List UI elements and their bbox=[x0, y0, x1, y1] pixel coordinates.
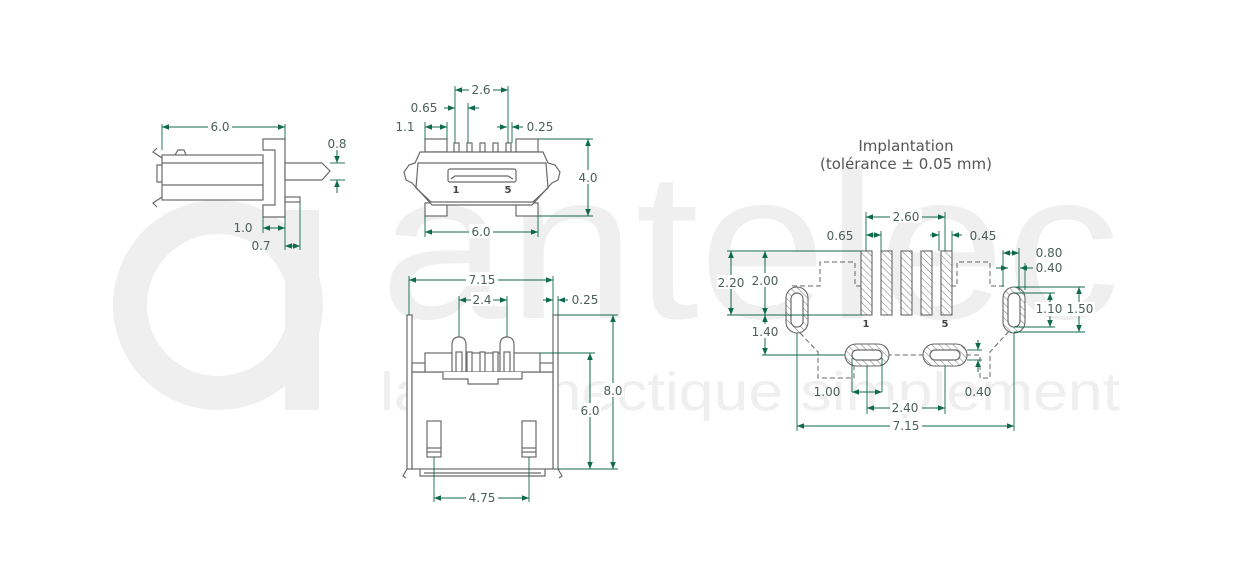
dim-bottom-post-spacing: 2.4 bbox=[472, 293, 491, 307]
dim-fp-pad-height: 2.00 bbox=[752, 274, 779, 288]
front-pin-5-label: 5 bbox=[505, 185, 512, 196]
dim-fp-oval-inner-height: 1.10 bbox=[1036, 302, 1063, 316]
front-pin-1-label: 1 bbox=[453, 185, 460, 196]
dim-fp-overall-height: 2.20 bbox=[718, 276, 745, 290]
dim-bottom-post-width: 0.25 bbox=[572, 293, 599, 307]
dim-front-pitch-span: 2.6 bbox=[471, 83, 490, 97]
dim-front-pin-width: 0.25 bbox=[527, 120, 554, 134]
footprint-pin-1-label: 1 bbox=[863, 319, 870, 330]
dim-fp-bottom-oval: 1.00 bbox=[814, 385, 841, 399]
dim-fp-pad-span: 2.60 bbox=[893, 210, 920, 224]
dim-fp-pad-width: 0.45 bbox=[970, 229, 997, 243]
front-view: 1 5 2.6 0.65 1.1 0.25 4.0 6.0 bbox=[395, 82, 600, 239]
footprint: Implantation (tolérance ± 0.05 mm) 1 5 2… bbox=[717, 137, 1095, 433]
footprint-subtitle: (tolérance ± 0.05 mm) bbox=[820, 155, 992, 173]
dim-fp-bottom-span: 2.40 bbox=[892, 401, 919, 415]
dim-front-height: 4.0 bbox=[578, 171, 597, 185]
dim-side-flange: 1.0 bbox=[233, 221, 252, 235]
dim-fp-oval-inner: 0.40 bbox=[1036, 261, 1063, 275]
dim-fp-oval-width: 0.80 bbox=[1036, 246, 1063, 260]
dim-front-tab-width: 1.1 bbox=[395, 120, 414, 134]
dim-side-length: 6.0 bbox=[210, 120, 229, 134]
bottom-view: 7.15 2.4 0.25 8.0 6.0 4.75 bbox=[402, 272, 624, 505]
dim-front-pin-pitch: 0.65 bbox=[411, 101, 438, 115]
dim-fp-total-width: 7.15 bbox=[893, 419, 920, 433]
dim-bottom-body-depth: 6.0 bbox=[580, 404, 599, 418]
dim-front-width: 6.0 bbox=[471, 225, 490, 239]
dim-side-pin-height: 0.8 bbox=[327, 137, 346, 151]
side-view: 6.0 0.8 1.0 0.7 bbox=[152, 119, 347, 253]
dim-fp-pad-pitch: 0.65 bbox=[827, 229, 854, 243]
footprint-pin-5-label: 5 bbox=[942, 319, 949, 330]
dim-fp-offset: 1.40 bbox=[752, 325, 779, 339]
dim-bottom-total-width: 7.15 bbox=[469, 273, 496, 287]
dim-fp-oval-height: 1.50 bbox=[1067, 302, 1094, 316]
footprint-title: Implantation bbox=[858, 137, 953, 155]
dim-bottom-total-depth: 8.0 bbox=[603, 384, 622, 398]
dim-side-tab: 0.7 bbox=[251, 239, 270, 253]
dim-bottom-slot-spacing: 4.75 bbox=[469, 491, 496, 505]
dim-fp-bottom-inner: 0.40 bbox=[965, 385, 992, 399]
